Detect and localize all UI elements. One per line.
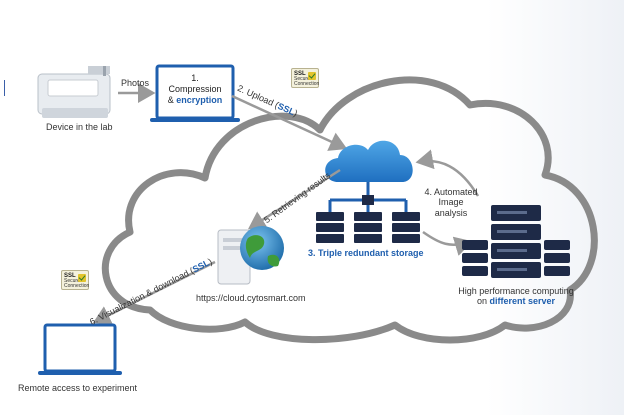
arrow-retrieving bbox=[247, 168, 341, 230]
big-cloud-outline bbox=[101, 76, 598, 344]
label-compression-word: Compression bbox=[168, 83, 222, 94]
label-triple-storage: 3. Triple redundant storage bbox=[308, 248, 424, 258]
label-compression-step: 1. bbox=[191, 73, 199, 83]
left-edge-mark bbox=[4, 80, 5, 96]
laptop-icon bbox=[150, 64, 240, 122]
label-url: https://cloud.cytosmart.com bbox=[196, 293, 306, 303]
cloud-icon bbox=[325, 140, 413, 212]
ssl-badge-icon: SSL Secure Connection bbox=[291, 68, 319, 88]
label-compression-encryption: & encryption bbox=[167, 94, 223, 105]
label-automated-analysis: 4. Automated Image analysis bbox=[424, 187, 478, 218]
label-photos: Photos bbox=[121, 78, 150, 88]
label-device-in-lab: Device in the lab bbox=[46, 122, 113, 132]
arrow-upload bbox=[231, 94, 348, 151]
server-rack-icon bbox=[316, 212, 420, 243]
web-server-globe-icon bbox=[217, 226, 284, 285]
label-remote-access: Remote access to experiment bbox=[18, 383, 138, 393]
lab-device-icon bbox=[37, 66, 111, 118]
label-hpc: High performance computing on different … bbox=[458, 286, 574, 307]
label-compression: 1. Compression & encryption bbox=[160, 73, 230, 105]
arrow-visualization bbox=[92, 260, 216, 325]
arrow-analysis-back bbox=[415, 149, 480, 197]
ssl-badge-icon-2: SSL Secure Connection bbox=[61, 270, 89, 290]
remote-laptop-icon bbox=[38, 323, 122, 375]
